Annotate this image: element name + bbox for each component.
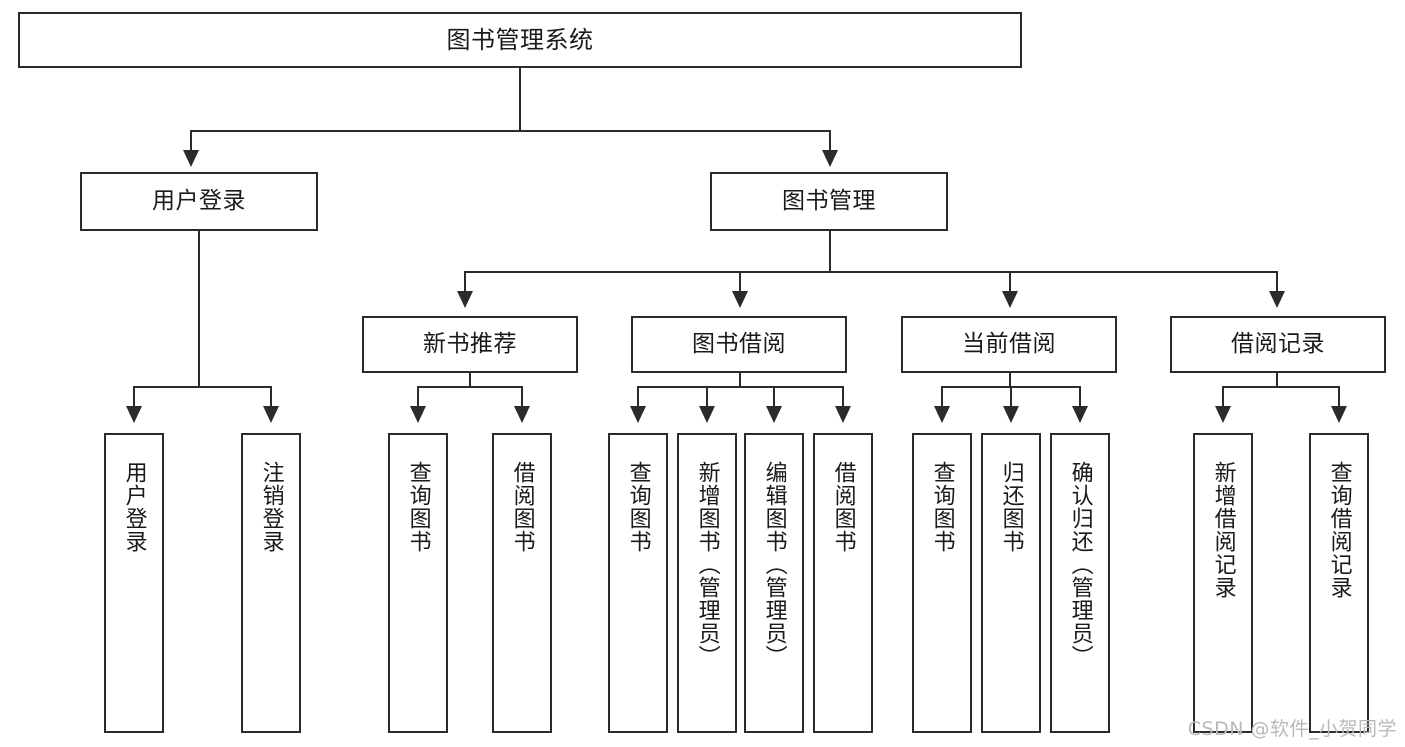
arrowhead-leaf-add-record bbox=[1215, 406, 1231, 423]
leaf-logout-login[interactable]: 注销登录 bbox=[241, 433, 301, 733]
leaf-return-book[interactable]: 归还图书 bbox=[981, 433, 1041, 733]
leaf-add-book[interactable]: 新增图书（管理员） bbox=[677, 433, 737, 733]
leaf-add-record[interactable]: 新增借阅记录 bbox=[1193, 433, 1253, 733]
connector-bb-drop-3 bbox=[773, 386, 775, 408]
csdn-watermark: CSDN @软件_小贺同学 bbox=[1187, 718, 1397, 740]
connector-bb-drop-1 bbox=[637, 386, 639, 408]
arrowhead-new-book-recommend bbox=[457, 291, 473, 308]
leaf-confirm-return[interactable]: 确认归还（管理员） bbox=[1050, 433, 1110, 733]
connector-bm-drop-current-borrow bbox=[1009, 271, 1011, 293]
leaf-add-book-label: 新增图书（管理员） bbox=[694, 461, 720, 668]
leaf-logout-login-label: 注销登录 bbox=[258, 461, 284, 553]
arrowhead-leaf-edit-book bbox=[766, 406, 782, 423]
node-user-login[interactable]: 用户登录 bbox=[80, 172, 318, 231]
node-user-login-label: 用户登录 bbox=[152, 187, 246, 214]
connector-br-drop-2 bbox=[1338, 386, 1340, 408]
connector-user-login-bus bbox=[133, 386, 270, 388]
node-new-book-recommend[interactable]: 新书推荐 bbox=[362, 316, 578, 373]
node-book-borrow[interactable]: 图书借阅 bbox=[631, 316, 847, 373]
arrowhead-leaf-add-book bbox=[699, 406, 715, 423]
connector-bb-drop-4 bbox=[842, 386, 844, 408]
arrowhead-book-borrow bbox=[732, 291, 748, 308]
leaf-query-record-label: 查询借阅记录 bbox=[1326, 461, 1352, 599]
connector-bm-drop-book-borrow bbox=[739, 271, 741, 293]
node-borrow-record-label: 借阅记录 bbox=[1231, 330, 1325, 357]
connector-bb-drop-2 bbox=[706, 386, 708, 408]
arrowhead-leaf-query-book-3 bbox=[934, 406, 950, 423]
node-book-manage[interactable]: 图书管理 bbox=[710, 172, 948, 231]
leaf-borrow-book-2[interactable]: 借阅图书 bbox=[813, 433, 873, 733]
connector-root-bus bbox=[190, 130, 831, 132]
connector-root-to-book-manage bbox=[829, 130, 831, 152]
node-borrow-record[interactable]: 借阅记录 bbox=[1170, 316, 1386, 373]
arrowhead-leaf-user-login bbox=[126, 406, 142, 423]
arrowhead-leaf-borrow-book-1 bbox=[514, 406, 530, 423]
leaf-user-login-label: 用户登录 bbox=[121, 461, 147, 553]
leaf-edit-book[interactable]: 编辑图书（管理员） bbox=[744, 433, 804, 733]
arrowhead-root-to-user-login bbox=[183, 150, 199, 167]
connector-cb-stem bbox=[1009, 373, 1011, 386]
connector-nbr-stem bbox=[469, 373, 471, 386]
connector-nbr-drop-2 bbox=[521, 386, 523, 408]
arrowhead-leaf-confirm-return bbox=[1072, 406, 1088, 423]
connector-br-stem bbox=[1276, 373, 1278, 386]
arrowhead-leaf-logout-login bbox=[263, 406, 279, 423]
leaf-query-book-3-label: 查询图书 bbox=[929, 461, 955, 553]
connector-nbr-drop-1 bbox=[417, 386, 419, 408]
connector-user-login-drop-2 bbox=[270, 386, 272, 408]
connector-root-stem bbox=[519, 68, 521, 130]
leaf-user-login[interactable]: 用户登录 bbox=[104, 433, 164, 733]
arrowhead-leaf-borrow-book-2 bbox=[835, 406, 851, 423]
node-book-manage-label: 图书管理 bbox=[782, 187, 876, 214]
connector-br-drop-1 bbox=[1222, 386, 1224, 408]
node-new-book-recommend-label: 新书推荐 bbox=[423, 330, 517, 357]
leaf-borrow-book-1-label: 借阅图书 bbox=[509, 461, 535, 553]
node-root-label: 图书管理系统 bbox=[446, 25, 594, 54]
connector-cb-drop-3 bbox=[1079, 386, 1081, 408]
arrowhead-leaf-query-book-2 bbox=[630, 406, 646, 423]
connector-root-to-user-login bbox=[190, 130, 192, 152]
leaf-add-record-label: 新增借阅记录 bbox=[1210, 461, 1236, 599]
leaf-borrow-book-2-label: 借阅图书 bbox=[830, 461, 856, 553]
connector-book-manage-bus bbox=[464, 271, 1276, 273]
node-book-borrow-label: 图书借阅 bbox=[692, 330, 786, 357]
connector-cb-drop-1 bbox=[941, 386, 943, 408]
leaf-query-record[interactable]: 查询借阅记录 bbox=[1309, 433, 1369, 733]
node-current-borrow[interactable]: 当前借阅 bbox=[901, 316, 1117, 373]
arrowhead-current-borrow bbox=[1002, 291, 1018, 308]
node-root[interactable]: 图书管理系统 bbox=[18, 12, 1022, 68]
leaf-return-book-label: 归还图书 bbox=[998, 461, 1024, 553]
arrowhead-root-to-book-manage bbox=[822, 150, 838, 167]
arrowhead-borrow-record bbox=[1269, 291, 1285, 308]
leaf-borrow-book-1[interactable]: 借阅图书 bbox=[492, 433, 552, 733]
connector-book-manage-stem bbox=[829, 231, 831, 271]
connector-user-login-stem bbox=[198, 231, 200, 386]
leaf-confirm-return-label: 确认归还（管理员） bbox=[1067, 461, 1093, 668]
leaf-query-book-2-label: 查询图书 bbox=[625, 461, 651, 553]
arrowhead-leaf-query-record bbox=[1331, 406, 1347, 423]
connector-bm-drop-new-book bbox=[464, 271, 466, 293]
leaf-query-book-3[interactable]: 查询图书 bbox=[912, 433, 972, 733]
connector-nbr-bus bbox=[417, 386, 522, 388]
connector-br-bus bbox=[1222, 386, 1339, 388]
arrowhead-leaf-return-book bbox=[1003, 406, 1019, 423]
leaf-query-book-1[interactable]: 查询图书 bbox=[388, 433, 448, 733]
node-current-borrow-label: 当前借阅 bbox=[962, 330, 1056, 357]
connector-user-login-drop-1 bbox=[133, 386, 135, 408]
leaf-query-book-2[interactable]: 查询图书 bbox=[608, 433, 668, 733]
connector-bb-stem bbox=[739, 373, 741, 386]
connector-bm-drop-borrow-record bbox=[1276, 271, 1278, 293]
leaf-query-book-1-label: 查询图书 bbox=[405, 461, 431, 553]
arrowhead-leaf-query-book-1 bbox=[410, 406, 426, 423]
connector-cb-drop-2 bbox=[1010, 386, 1012, 408]
leaf-edit-book-label: 编辑图书（管理员） bbox=[761, 461, 787, 668]
connector-bb-bus bbox=[637, 386, 844, 388]
